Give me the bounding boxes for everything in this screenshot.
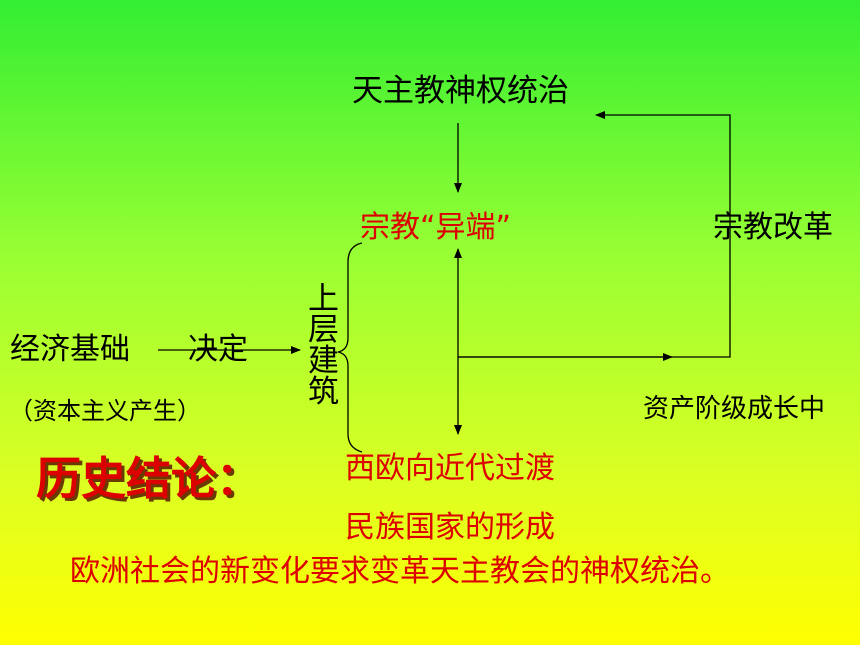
economic-base-node: 经济基础 bbox=[10, 332, 130, 367]
historical-conclusion-title: 历史结论： bbox=[36, 452, 262, 505]
bourgeoisie-node: 资产阶级成长中 bbox=[643, 394, 826, 424]
decides-label: 决定 bbox=[188, 332, 248, 367]
capitalism-emergence-note: （资本主义产生） bbox=[9, 397, 201, 425]
western-europe-transition: 西欧向近代过渡 bbox=[345, 451, 555, 486]
religious-reform-node: 宗教改革 bbox=[713, 210, 833, 245]
superstructure-node: 上层建筑 bbox=[308, 281, 339, 410]
religious-heresy-node: 宗教“异端” bbox=[360, 210, 512, 245]
catholic-theocracy-node: 天主教神权统治 bbox=[352, 73, 569, 109]
conclusion-summary: 欧洲社会的新变化要求变革天主教会的神权统治。 bbox=[70, 554, 730, 589]
nation-state-formation: 民族国家的形成 bbox=[345, 510, 555, 545]
curly-brace bbox=[337, 242, 363, 453]
